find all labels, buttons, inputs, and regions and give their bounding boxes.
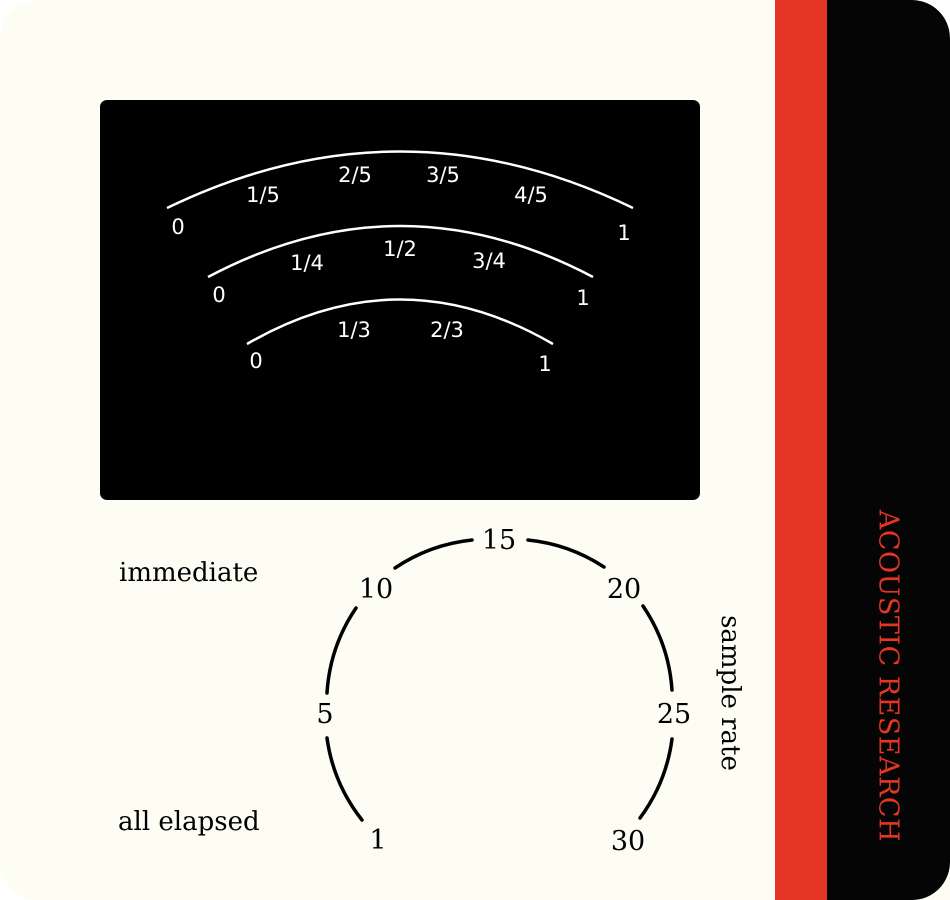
brand-logo-text: ACOUSTIC RESEARCH [872,509,904,843]
dial-tick-15: 15 [482,525,516,556]
thirds-label-0: 0 [249,349,262,373]
dial-arc-segment [393,538,474,570]
fifths-label-1: 1 [617,221,630,245]
meter-scales: 0 1/5 2/5 3/5 4/5 1 0 1/4 1/2 3/4 1 0 1/… [166,150,634,376]
fifths-label-0: 0 [171,215,184,239]
dial-arc-segment [526,538,606,569]
fifths-label-2-5: 2/5 [338,163,372,187]
dial-tick-30: 30 [611,826,645,857]
dial-arc-segment [325,606,358,695]
dial-arc-segment [638,737,674,820]
quarters-scale-arc [207,224,594,279]
fifths-label-1-5: 1/5 [246,183,280,207]
sample-rate-label: sample rate [715,615,745,771]
quarters-label-0: 0 [212,283,225,307]
fifths-label-4-5: 4/5 [514,183,548,207]
quarters-label-1: 1 [576,286,589,310]
immediate-label: immediate [119,558,259,588]
fifths-label-3-5: 3/5 [426,163,460,187]
thirds-label-1: 1 [538,352,551,376]
meter-display: 0 1/5 2/5 3/5 4/5 1 0 1/4 1/2 3/4 1 0 1/… [100,100,700,500]
dial-arc-segment [641,604,674,692]
dial-tick-1: 1 [369,825,386,856]
dial-tick-20: 20 [607,574,641,605]
thirds-label-2-3: 2/3 [430,318,464,342]
fifths-scale-arc [166,150,634,210]
quarters-label-3-4: 3/4 [472,249,506,273]
dial-scale: 1 5 10 15 20 25 30 [316,525,691,857]
dial-tick-5: 5 [316,699,333,730]
thirds-label-1-3: 1/3 [337,318,371,342]
dial-tick-10: 10 [359,574,393,605]
quarters-label-1-2: 1/2 [383,237,417,261]
dial-arc-segment [325,736,364,822]
black-stripe [827,0,950,900]
dial-tick-25: 25 [657,699,691,730]
red-stripe [775,0,827,900]
quarters-label-1-4: 1/4 [290,251,324,275]
all-elapsed-label: all elapsed [118,807,260,837]
thirds-scale-arc [246,298,554,346]
